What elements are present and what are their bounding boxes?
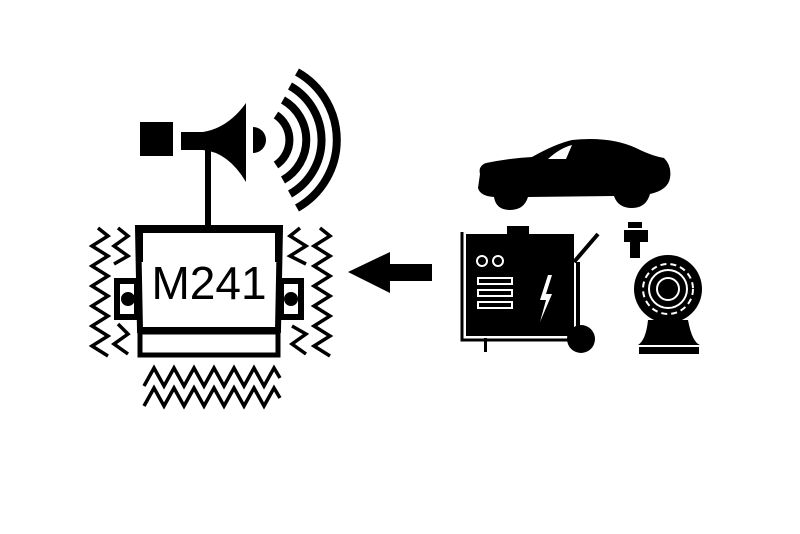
arrow-left-icon [348,252,432,293]
generator-icon [460,226,600,353]
controller-module-icon [114,225,304,358]
pump-icon [624,222,702,354]
device-label: M241 [151,257,266,309]
siren-horn-icon [140,103,266,226]
vibration-icon [88,226,334,410]
car-icon [478,139,671,210]
sound-waves-icon [273,68,341,212]
